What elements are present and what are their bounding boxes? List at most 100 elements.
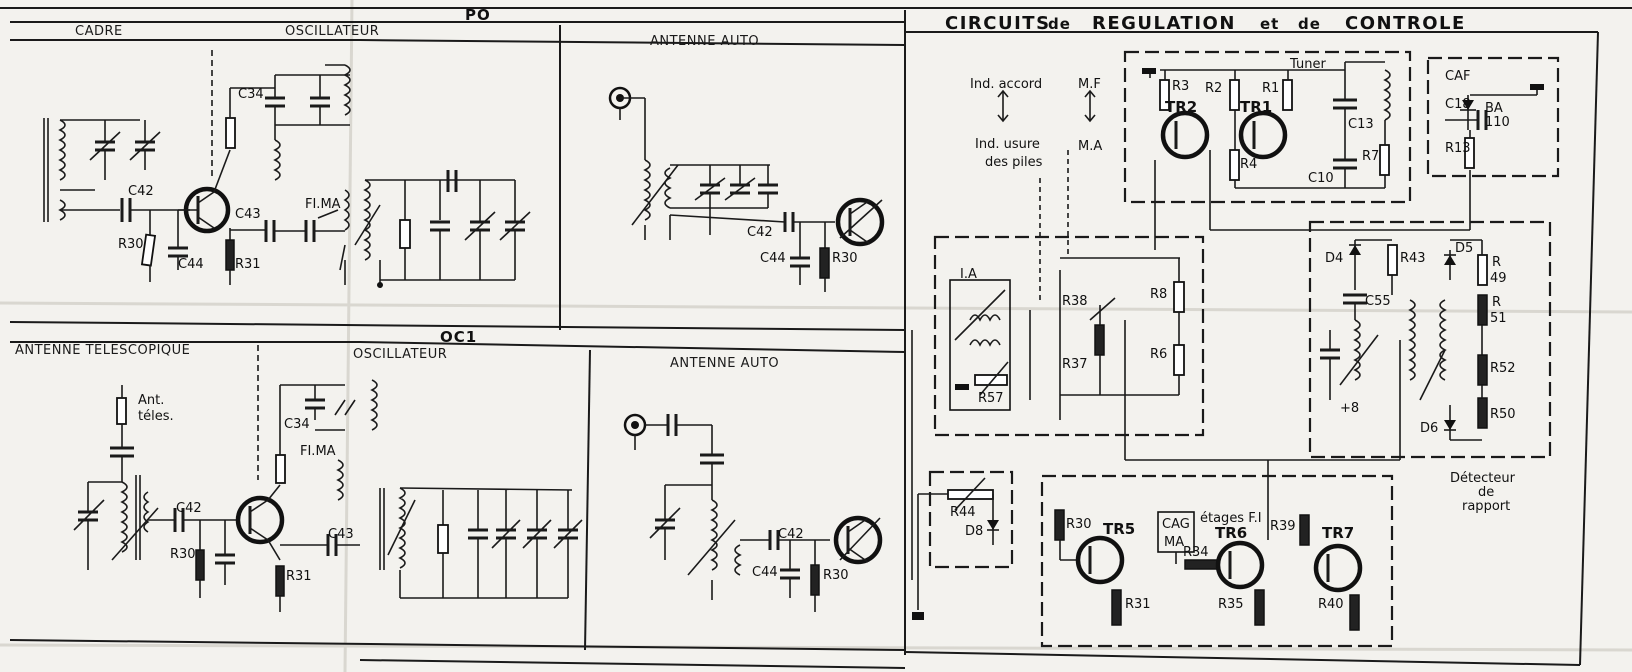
tr2-label: TR2 [1165, 98, 1197, 116]
r38-label: R38 [1062, 294, 1088, 309]
ind-usure-label-2: des piles [985, 155, 1043, 170]
po-antenne-auto-circuit [608, 86, 885, 292]
po-fi-ma: FI.MA [305, 197, 341, 212]
ia-box [933, 235, 1205, 437]
detecteur-box [1308, 220, 1552, 459]
oc1-c42: C42 [176, 501, 202, 516]
oc1-antenne-auto-label: ANTENNE AUTO [670, 356, 779, 371]
oc1-tank-circuit [379, 487, 583, 599]
detecteur-label-3: rapport [1462, 499, 1510, 514]
po-auto-r30: R30 [832, 251, 858, 266]
po-c44: C44 [178, 257, 204, 272]
etages-fi-label: étages F.I [1200, 511, 1262, 526]
ant-teles-label-1: Ant. [138, 393, 164, 408]
po-auto-c44: C44 [760, 251, 786, 266]
r13-label: R13 [1445, 141, 1471, 156]
po-tank-circuit [354, 170, 531, 288]
tr1-label: TR1 [1240, 98, 1272, 116]
c10-label: C10 [1308, 171, 1334, 186]
regulation-circuit [911, 61, 1544, 631]
oc1-fi-ma: FI.MA [300, 444, 336, 459]
po-title: PO [465, 6, 491, 24]
tuner-box [1123, 50, 1412, 204]
ba110-label: 110 [1485, 115, 1510, 130]
po-c43: C43 [235, 207, 261, 222]
svg-text:CONTROLE: CONTROLE [1345, 13, 1466, 34]
oc1-r31: R31 [286, 569, 312, 584]
r4-label: R4 [1240, 157, 1257, 172]
r35-label: R35 [1218, 597, 1244, 612]
ind-usure-label-1: Ind. usure [975, 137, 1040, 152]
svg-text:REGULATION: REGULATION [1092, 13, 1236, 34]
po-c34: C34 [238, 87, 264, 102]
detecteur-label-1: Détecteur [1450, 471, 1516, 486]
r2-label: R2 [1205, 81, 1222, 96]
ba-label: BA [1485, 101, 1503, 116]
d8-box [928, 470, 1014, 569]
svg-text:CIRCUITS: CIRCUITS [945, 13, 1051, 34]
oc1-auto-c44: C44 [752, 565, 778, 580]
oc1-c43: C43 [328, 527, 354, 542]
c55-label: C55 [1365, 294, 1391, 309]
mf-label: M.F [1078, 77, 1101, 92]
cadre-label: CADRE [75, 24, 123, 39]
oc1-antenne-auto-circuit [623, 413, 883, 612]
r30-reg-label: R30 [1066, 517, 1092, 532]
oc1-title: OC1 [440, 328, 477, 346]
svg-text:de: de [1048, 15, 1071, 33]
r39-label: R39 [1270, 519, 1296, 534]
po-auto-c42: C42 [747, 225, 773, 240]
plus8-label: +8 [1340, 401, 1359, 416]
tr7-label: TR7 [1322, 524, 1354, 542]
svg-text:de: de [1298, 15, 1321, 33]
caf-box [1426, 56, 1560, 178]
po-c42: C42 [128, 184, 154, 199]
r3-label: R3 [1172, 79, 1189, 94]
r40-label: R40 [1318, 597, 1344, 612]
r50-label: R50 [1490, 407, 1516, 422]
svg-text:et: et [1260, 15, 1279, 33]
c18-label: C18 [1445, 97, 1471, 112]
r51-label-b: 51 [1490, 311, 1507, 326]
tr6-label: TR6 [1215, 524, 1247, 542]
tuner-label: Tuner [1289, 57, 1326, 72]
r34-label: R34 [1183, 545, 1209, 560]
regulation-title: CIRCUITS de REGULATION et de CONTROLE [945, 13, 1466, 34]
oc1-oscillateur-label: OSCILLATEUR [353, 347, 447, 362]
oc1-r30: R30 [170, 547, 196, 562]
cag-ma-label: MA [1164, 535, 1184, 550]
frames [0, 7, 1632, 669]
r31-reg-label: R31 [1125, 597, 1151, 612]
r49-label-a: R [1492, 255, 1501, 270]
d5-label: D5 [1455, 241, 1473, 256]
antenne-telescopique-label: ANTENNE TELESCOPIQUE [15, 343, 190, 358]
oc1-auto-c42: C42 [778, 527, 804, 542]
d4-label: D4 [1325, 251, 1343, 266]
r1-label: R1 [1262, 81, 1279, 96]
r6-label: R6 [1150, 347, 1167, 362]
d6-label: D6 [1420, 421, 1438, 436]
ant-teles-label-2: téles. [138, 409, 174, 424]
po-r30: R30 [118, 237, 144, 252]
ind-accord-label: Ind. accord [970, 77, 1042, 92]
ma-label: M.A [1078, 139, 1102, 154]
r51-label-a: R [1492, 295, 1501, 310]
detecteur-label-2: de [1478, 485, 1494, 500]
po-antenne-auto-label: ANTENNE AUTO [650, 34, 759, 49]
tr5-label: TR5 [1103, 520, 1135, 538]
c13-label: C13 [1348, 117, 1374, 132]
r44-label: R44 [950, 505, 976, 520]
r49-label-b: 49 [1490, 271, 1507, 286]
r37-label: R37 [1062, 357, 1088, 372]
oc1-telescopique-circuit [73, 345, 378, 612]
po-r31: R31 [235, 257, 261, 272]
oc1-c34: C34 [284, 417, 310, 432]
r8-label: R8 [1150, 287, 1167, 302]
r52-label: R52 [1490, 361, 1516, 376]
r43-label: R43 [1400, 251, 1426, 266]
ia-label: I.A [960, 267, 977, 282]
po-cadre-circuit [43, 50, 351, 285]
caf-label: CAF [1445, 69, 1470, 84]
d8-label: D8 [965, 524, 983, 539]
